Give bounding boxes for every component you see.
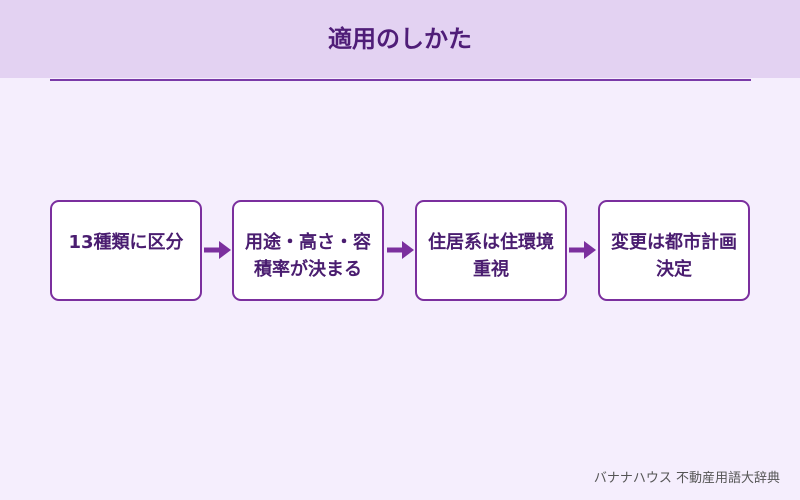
title-divider bbox=[50, 79, 751, 81]
header-band bbox=[0, 0, 800, 78]
flow-step-1-label: 13種類に区分 bbox=[68, 232, 184, 253]
flow-step-4-label: 変更は都市計画決定 bbox=[611, 232, 737, 280]
flow-step-1: 13種類に区分 bbox=[50, 200, 202, 301]
arrow-right-icon bbox=[569, 241, 596, 259]
flow-step-3-label: 住居系は住環境重視 bbox=[428, 232, 554, 280]
flow-diagram: 13種類に区分 用途・高さ・容積率が決まる 住居系は住環境重視 変更は都市計画決… bbox=[50, 200, 751, 301]
flow-step-3: 住居系は住環境重視 bbox=[415, 200, 567, 301]
page-title: 適用のしかた bbox=[328, 25, 472, 53]
arrow-right-icon bbox=[387, 241, 414, 259]
flow-step-2: 用途・高さ・容積率が決まる bbox=[232, 200, 384, 301]
flow-step-2-label: 用途・高さ・容積率が決まる bbox=[245, 232, 371, 280]
footer-credit: バナナハウス 不動産用語大辞典 bbox=[593, 471, 780, 486]
arrow-right-icon bbox=[204, 241, 231, 259]
flow-step-4: 変更は都市計画決定 bbox=[598, 200, 750, 301]
